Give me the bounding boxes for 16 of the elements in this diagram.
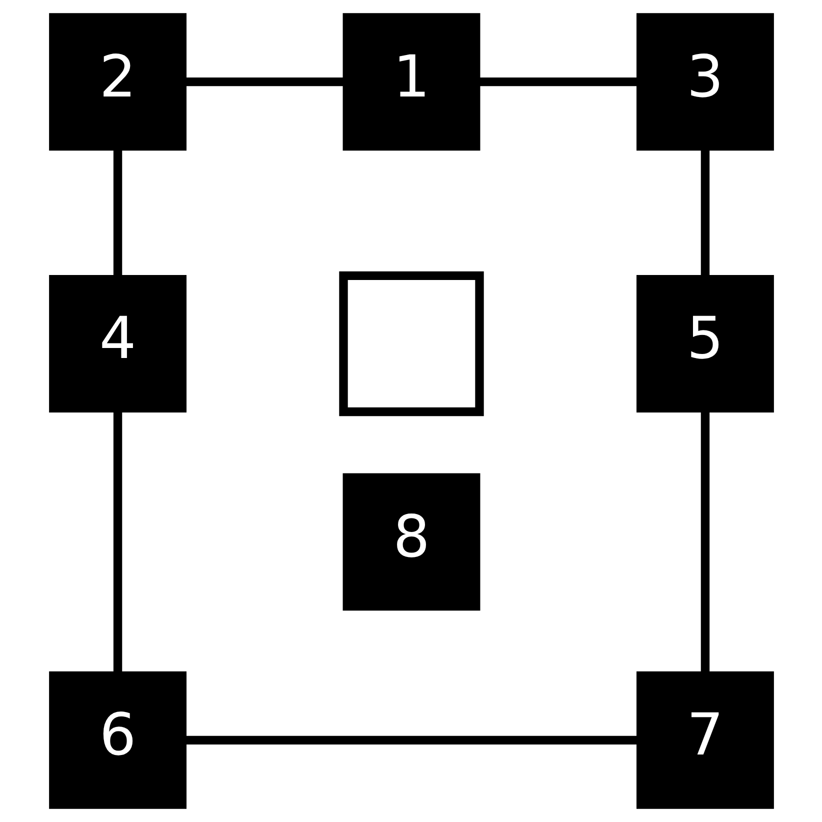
node-box: 3 xyxy=(636,13,774,151)
node-box: 5 xyxy=(636,275,774,412)
node-box: 7 xyxy=(636,671,774,809)
node-box: 2 xyxy=(48,13,186,151)
connector xyxy=(700,150,710,276)
connector xyxy=(112,150,122,276)
node-box: 8 xyxy=(342,473,480,611)
node-box xyxy=(338,271,484,416)
connector xyxy=(186,78,343,86)
node-box: 4 xyxy=(48,275,186,412)
connector xyxy=(112,412,122,672)
node-box: 1 xyxy=(342,13,480,151)
node-box: 6 xyxy=(48,671,186,809)
connector xyxy=(186,736,636,744)
connector xyxy=(479,78,636,86)
connector xyxy=(700,412,710,672)
